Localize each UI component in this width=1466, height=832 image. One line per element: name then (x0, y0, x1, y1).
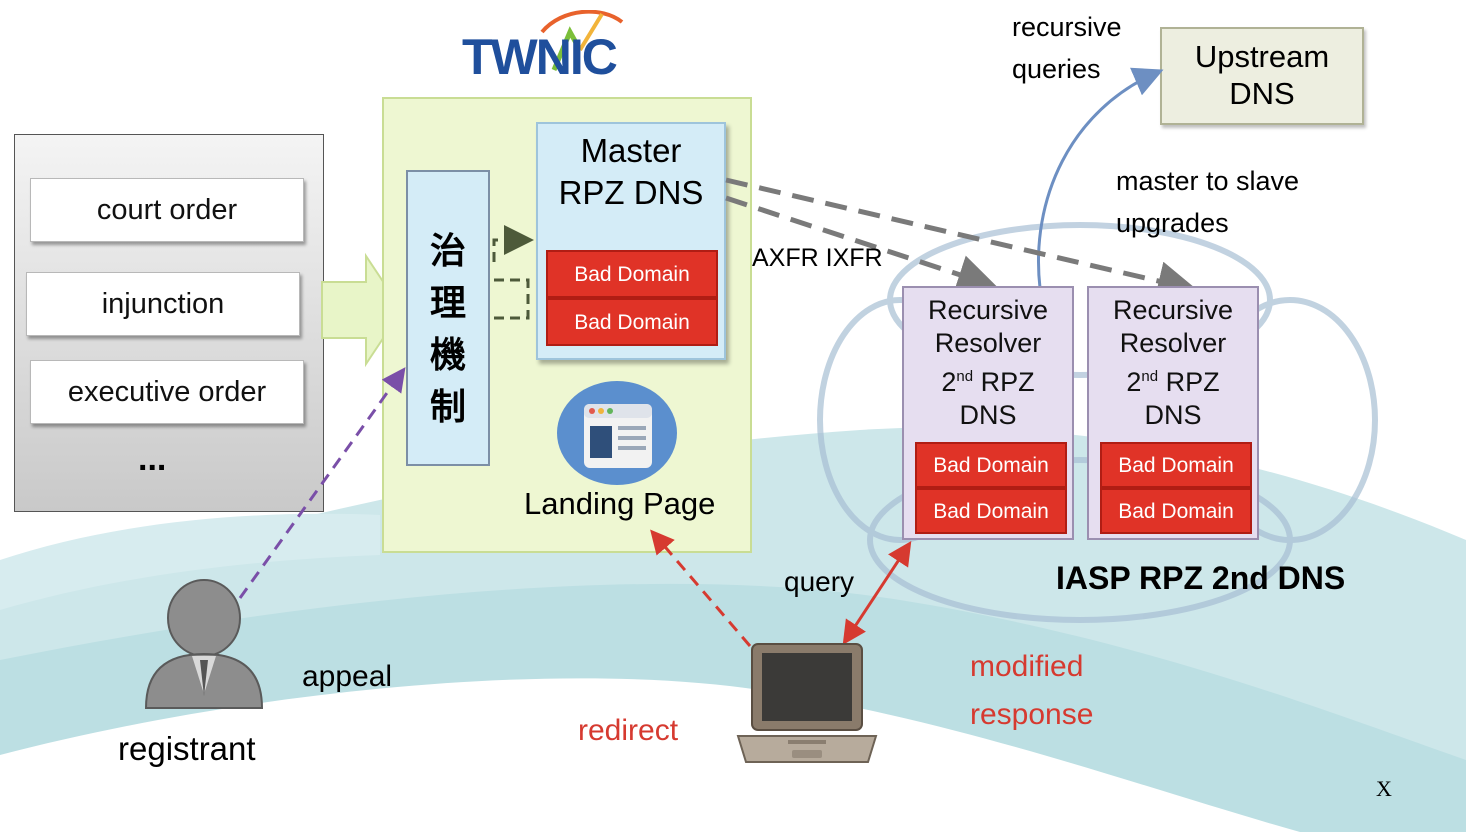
appeal-arrow (238, 367, 406, 599)
governance-char: 治 (430, 231, 467, 272)
master-to-slave-label: upgrades (1116, 208, 1229, 238)
modified-response-label: modified (970, 650, 1084, 683)
master-to-slave-label: master to slave (1116, 166, 1300, 196)
axfr-arrow-2 (725, 195, 998, 294)
source-executive-order: executive order (30, 360, 304, 424)
resolver-bad-domain: Bad Domain (915, 488, 1067, 534)
appeal-label: appeal (302, 660, 393, 693)
resolver-box: Recursive Resolver 2nd RPZ DNS Bad Domai… (1087, 286, 1259, 540)
modified-response-label: response (970, 698, 1094, 731)
master-title-line2: RPZ DNS (558, 174, 704, 211)
master-bad-domain: Bad Domain (546, 298, 718, 346)
laptop-icon (734, 640, 880, 772)
iasp-label: IASP RPZ 2nd DNS (1056, 560, 1346, 596)
resolver-title: Recursive Resolver 2nd RPZ DNS (927, 295, 1049, 430)
corner-mark: X (1376, 776, 1392, 801)
resolver-bad-domain: Bad Domain (1100, 488, 1252, 534)
governance-char: 制 (430, 387, 467, 428)
logo-swoosh-icon (540, 9, 624, 71)
recursive-queries-label: recursive (1012, 12, 1122, 42)
source-injunction: injunction (26, 272, 300, 336)
registrant-label: registrant (118, 730, 256, 767)
query-label: query (784, 566, 855, 597)
source-court-order: court order (30, 178, 304, 242)
logo-text: TWNIC (462, 29, 618, 85)
axfr-arrow-1 (725, 177, 1198, 301)
governance-char: 機 (430, 335, 467, 376)
query-arrow (842, 540, 912, 646)
twnic-logo: TWNIC (462, 9, 662, 85)
redirect-label: redirect (578, 714, 679, 747)
upstream-line2: DNS (1229, 76, 1295, 111)
redirect-arrow (650, 529, 752, 647)
master-title-line1: Master (580, 132, 682, 169)
recursive-queries-label: queries (1012, 54, 1101, 84)
resolver-title: Recursive Resolver 2nd RPZ DNS (1112, 295, 1234, 430)
governance-char: 理 (430, 283, 467, 324)
registrant-person-icon (140, 576, 270, 712)
master-bad-domain: Bad Domain (546, 250, 718, 298)
resolver-box: Recursive Resolver 2nd RPZ DNS Bad Domai… (902, 286, 1074, 540)
landing-page-label: Landing Page (524, 486, 716, 521)
source-more: ... (138, 440, 167, 478)
governance-box (406, 170, 490, 466)
upstream-line1: Upstream (1194, 39, 1330, 74)
resolver-bad-domain: Bad Domain (1100, 442, 1252, 488)
landing-page-icon (556, 380, 678, 486)
resolver-bad-domain: Bad Domain (915, 442, 1067, 488)
axfr-label: AXFR IXFR (752, 244, 883, 272)
